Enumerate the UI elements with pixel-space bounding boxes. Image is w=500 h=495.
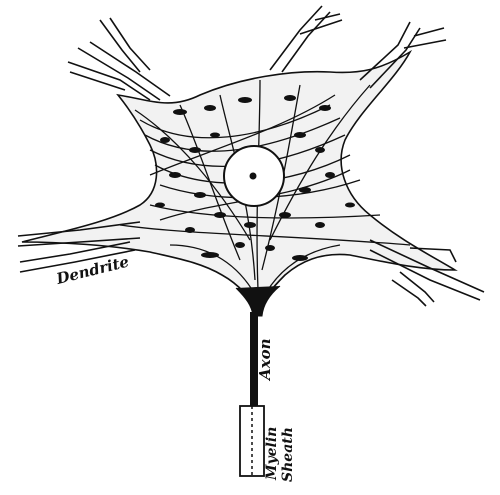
dendrite-upper-left [68,18,170,100]
axon-hillock [236,286,280,316]
axon-label: Axon [256,339,274,383]
myelin-label: Myelin [264,427,280,481]
myelin-sheath [240,406,264,476]
nucleolus [250,173,257,180]
dendrite-upper [270,6,342,72]
sheath-label: Sheath [280,427,296,482]
